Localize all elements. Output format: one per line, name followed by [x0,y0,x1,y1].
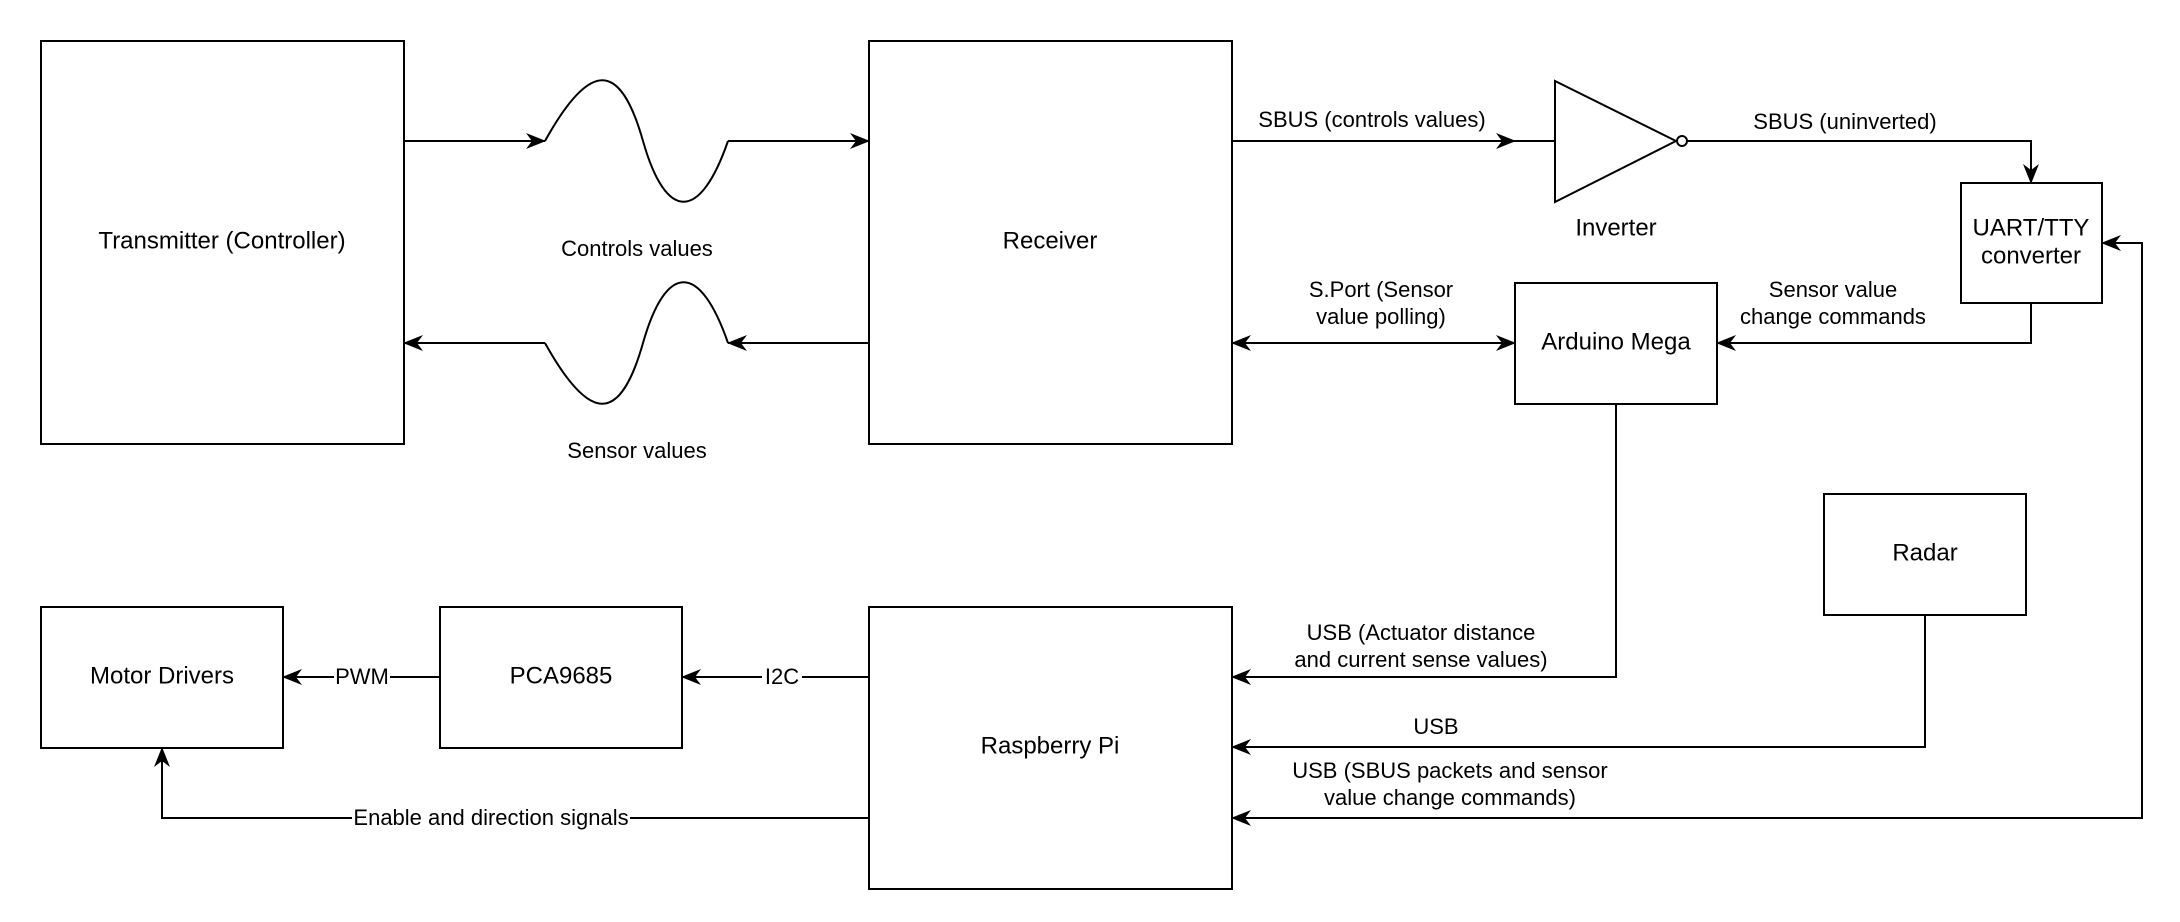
i2c-label: I2C [765,664,799,689]
pca9685-block: PCA9685 [439,606,683,749]
raspberry-pi-label: Raspberry Pi [981,732,1120,759]
uart-label-line2: converter [1981,242,2081,269]
sensor-change-label-line1: Sensor value [1769,277,1897,302]
inverter-block: Inverter [1554,79,1688,241]
arduino-label: Arduino Mega [1541,328,1691,355]
pca9685-label: PCA9685 [510,662,613,689]
motor-drivers-label: Motor Drivers [90,662,234,689]
sport-edge: S.Port (Sensor value polling) [1231,277,1516,351]
radar-block: Radar [1823,493,2027,616]
usb-actuator-label-line2: and current sense values) [1294,647,1547,672]
inverter-label: Inverter [1575,214,1656,241]
i2c-edge: I2C [681,664,869,690]
sbus-controls-edge: SBUS (controls values) [1232,107,1555,149]
sbus-uninverted-label: SBUS (uninverted) [1753,109,1936,134]
sbus-controls-label: SBUS (controls values) [1258,107,1485,132]
arduino-block: Arduino Mega [1514,282,1718,405]
motor-drivers-block: Motor Drivers [40,606,284,749]
usb-actuator-edge: USB (Actuator distance and current sense… [1231,404,1617,685]
uart-converter-block: UART/TTY converter [1960,182,2103,304]
usb-sbus-edge: USB (SBUS packets and sensor value chang… [1231,235,2143,826]
sensor-values-label: Sensor values [567,438,706,463]
sensor-values-link: Sensor values [403,281,869,463]
transmitter-label: Transmitter (Controller) [98,227,345,254]
raspberry-pi-block: Raspberry Pi [868,606,1233,890]
enable-direction-edge: Enable and direction signals [154,747,869,831]
usb-actuator-label-line1: USB (Actuator distance [1307,620,1536,645]
usb-sbus-label-line1: USB (SBUS packets and sensor [1292,758,1607,783]
inverter-bubble [1676,135,1688,147]
radar-label: Radar [1892,539,1957,566]
sensor-change-label-line2: change commands [1740,304,1926,329]
usb-radar-label: USB [1413,714,1458,739]
pwm-edge: PWM [282,664,440,690]
sport-label-line2: value polling) [1316,304,1446,329]
pwm-label: PWM [335,664,389,689]
sport-label-line1: S.Port (Sensor [1309,277,1453,302]
uart-label-line1: UART/TTY [1973,214,2090,241]
controls-values-link: Controls values [404,79,870,261]
receiver-label: Receiver [1003,227,1098,254]
sbus-uninverted-edge: SBUS (uninverted) [1687,109,2039,184]
receiver-block: Receiver [868,40,1233,445]
controls-values-label: Controls values [561,236,713,261]
usb-sbus-label-line2: value change commands) [1324,785,1576,810]
transmitter-block: Transmitter (Controller) [40,40,405,445]
enable-direction-label: Enable and direction signals [353,805,628,830]
